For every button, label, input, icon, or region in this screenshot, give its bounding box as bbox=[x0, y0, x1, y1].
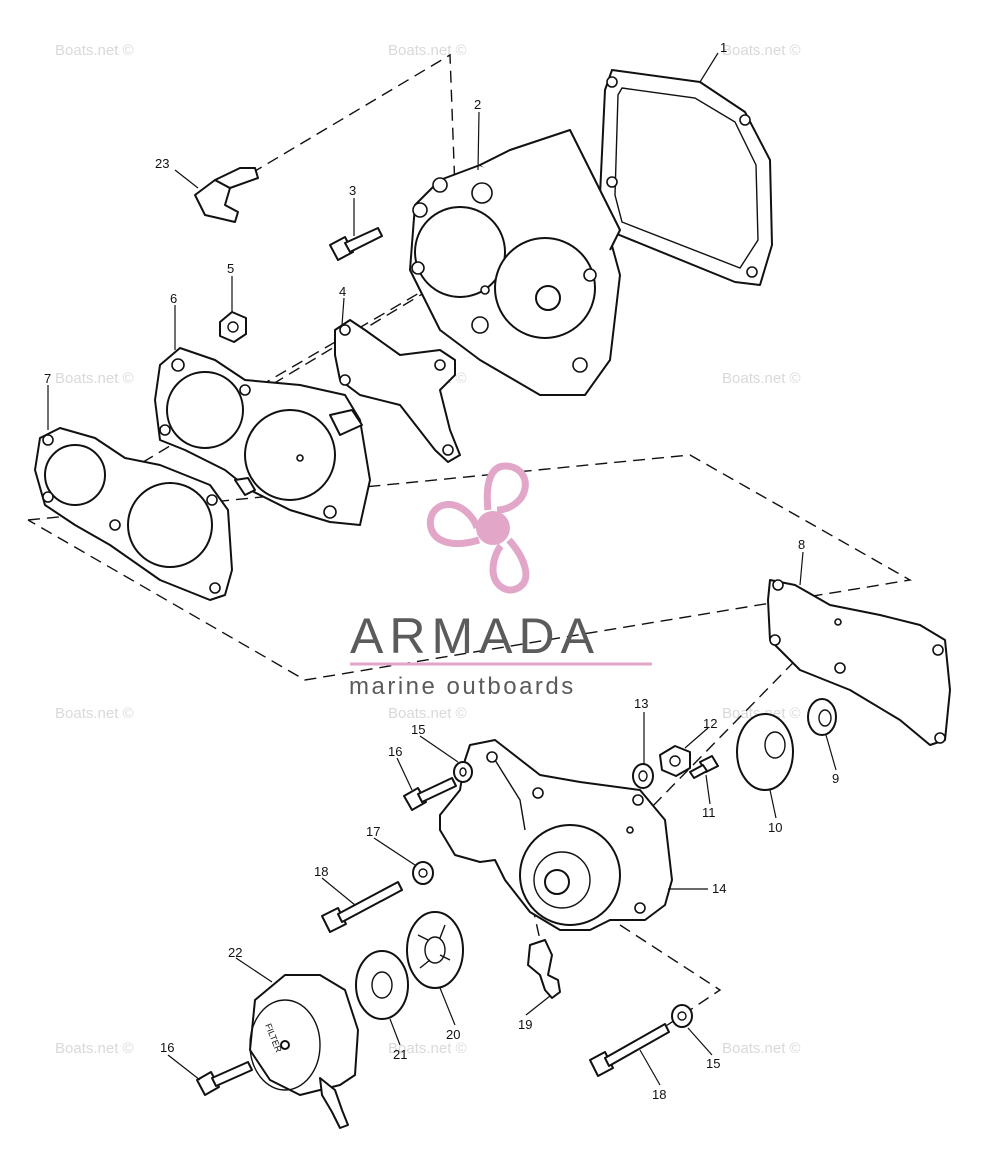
part-15-washer bbox=[453, 761, 473, 783]
part-number-15: 15 bbox=[411, 722, 425, 737]
part-number-13: 13 bbox=[634, 696, 648, 711]
part-9-washer bbox=[807, 698, 837, 736]
part-12-nut bbox=[659, 745, 691, 777]
part-1-gasket bbox=[599, 69, 773, 286]
part-number-10: 10 bbox=[768, 820, 782, 835]
part-number-21: 21 bbox=[393, 1047, 407, 1062]
part-number-17: 17 bbox=[366, 824, 380, 839]
leader-lines bbox=[47, 52, 837, 1086]
watermark: Boats.net © bbox=[388, 1040, 467, 1057]
part-number-4: 4 bbox=[339, 284, 346, 299]
part-3-screw bbox=[329, 227, 383, 261]
part-2-pump-cover bbox=[409, 129, 621, 396]
part-21-washer bbox=[355, 950, 409, 1020]
part-number-22: 22 bbox=[228, 945, 242, 960]
part-14-housing bbox=[439, 739, 673, 931]
part-11-screw bbox=[689, 755, 719, 779]
part-20-filter-disc bbox=[406, 911, 464, 989]
part-number-3: 3 bbox=[349, 183, 356, 198]
part-17-lock-washer bbox=[412, 861, 434, 885]
watermark: Boats.net © bbox=[55, 370, 134, 387]
watermark: Boats.net © bbox=[722, 1040, 801, 1057]
part-7-gasket bbox=[34, 427, 233, 601]
part-18-bolt bbox=[321, 881, 403, 933]
part-number-12: 12 bbox=[703, 716, 717, 731]
part-number-5: 5 bbox=[227, 261, 234, 276]
part-16-screw bbox=[196, 1061, 253, 1096]
part-6-pump-housing bbox=[154, 347, 371, 526]
part-number-8: 8 bbox=[798, 537, 805, 552]
part-13-washer bbox=[632, 763, 654, 789]
part-number-19: 19 bbox=[518, 1017, 532, 1032]
part-number-15: 15 bbox=[706, 1056, 720, 1071]
logo-tagline: marine outboards bbox=[349, 673, 576, 700]
watermark: Boats.net © bbox=[388, 42, 467, 59]
part-number-18: 18 bbox=[652, 1087, 666, 1102]
part-18-bolt bbox=[589, 1023, 670, 1077]
part-number-6: 6 bbox=[170, 291, 177, 306]
armada-logo: ARMADA marine outboards bbox=[349, 462, 652, 700]
propeller-icon bbox=[426, 462, 530, 594]
part-23-elbow-fitting bbox=[194, 167, 259, 223]
part-number-16: 16 bbox=[388, 744, 402, 759]
part-19-fitting bbox=[527, 939, 561, 999]
part-15-washer bbox=[671, 1004, 693, 1028]
part-22-filter-cover: FILTER bbox=[249, 974, 359, 1129]
part-number-23: 23 bbox=[155, 156, 169, 171]
watermark: Boats.net © bbox=[55, 705, 134, 722]
watermark: Boats.net © bbox=[55, 1040, 134, 1057]
part-number-11: 11 bbox=[702, 805, 716, 820]
part-number-2: 2 bbox=[474, 97, 481, 112]
part-number-20: 20 bbox=[446, 1027, 460, 1042]
watermark: Boats.net © bbox=[55, 42, 134, 59]
part-16-screw bbox=[403, 777, 457, 811]
part-number-14: 14 bbox=[712, 881, 726, 896]
part-number-9: 9 bbox=[832, 771, 839, 786]
part-8-gasket bbox=[767, 579, 951, 746]
watermark: Boats.net © bbox=[722, 370, 801, 387]
watermark: Boats.net © bbox=[722, 42, 801, 59]
part-5-nut bbox=[219, 311, 247, 343]
part-number-7: 7 bbox=[44, 371, 51, 386]
watermark: Boats.net © bbox=[388, 705, 467, 722]
part-numbers: 1 2 3 4 5 6 7 8 9 10 11 12 13 14 15 15 1… bbox=[44, 40, 839, 1102]
part-number-18: 18 bbox=[314, 864, 328, 879]
part-number-1: 1 bbox=[720, 40, 727, 55]
logo-name: ARMADA bbox=[350, 608, 600, 664]
part-4-bracket bbox=[334, 319, 461, 463]
part-number-16: 16 bbox=[160, 1040, 174, 1055]
part-10-cup bbox=[736, 713, 794, 791]
